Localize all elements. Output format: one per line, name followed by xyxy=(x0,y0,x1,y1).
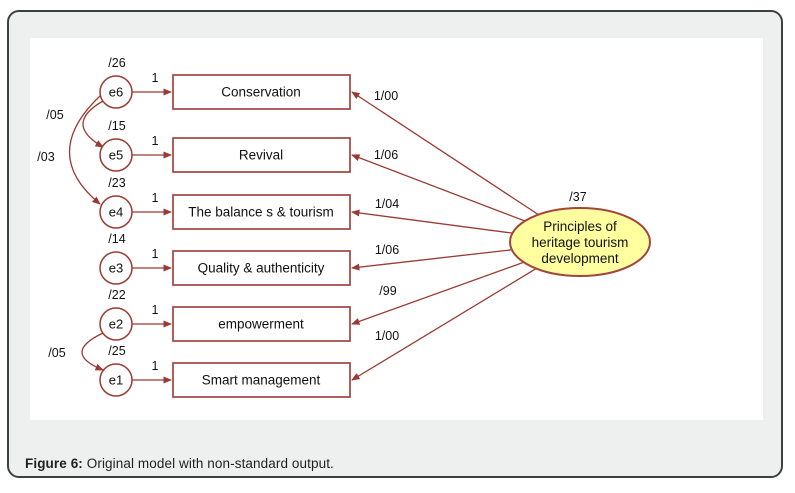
sem-diagram: e6 e5 e4 e3 e2 e1 /26 /15 /23 /14 /22 /2… xyxy=(37,56,651,398)
indicator-label: empowerment xyxy=(218,317,304,332)
figure-card: e6 e5 e4 e3 e2 e1 /26 /15 /23 /14 /22 /2… xyxy=(7,10,783,478)
covariance-curves xyxy=(69,88,112,371)
indicator-rects xyxy=(172,74,351,398)
path-coefficient: /99 xyxy=(379,284,396,298)
error-circle-e6 xyxy=(99,75,133,109)
error-variance: /22 xyxy=(108,288,125,302)
indicator-rect-balance xyxy=(172,194,351,230)
error-label: e1 xyxy=(109,373,123,388)
figure-caption-number: Figure 6: xyxy=(25,456,83,471)
indicator-rect-smart xyxy=(172,362,351,398)
error-circle-e1 xyxy=(99,363,133,397)
error-loading: 1 xyxy=(152,247,159,261)
error-circle-e3 xyxy=(99,251,133,285)
error-label: e4 xyxy=(109,205,123,220)
error-variance: /26 xyxy=(108,56,125,70)
error-variance: /23 xyxy=(108,176,125,190)
indicator-rect-revival xyxy=(172,137,351,173)
error-label: e2 xyxy=(109,317,123,332)
indicator-rect-quality xyxy=(172,250,351,286)
path-coefficient: 1/04 xyxy=(375,197,399,211)
covariance-e2-e1 xyxy=(81,326,112,371)
error-loading: 1 xyxy=(152,71,159,85)
error-loading: 1 xyxy=(152,191,159,205)
path-coefficient: 1/06 xyxy=(375,243,399,257)
covariance-label: /05 xyxy=(46,108,63,122)
indicator-label: The balance s & tourism xyxy=(188,205,334,220)
covariance-label: /05 xyxy=(48,346,65,360)
error-label: e5 xyxy=(109,148,123,163)
error-circle-e2 xyxy=(99,307,133,341)
error-circle-e5 xyxy=(99,138,133,172)
latent-ellipse xyxy=(509,207,651,277)
error-variance: /25 xyxy=(108,344,125,358)
figure-caption: Figure 6: Original model with non-standa… xyxy=(25,456,334,471)
indicator-rect-empowerment xyxy=(172,306,351,342)
covariance-e6-e5 xyxy=(82,94,112,148)
error-circles xyxy=(99,75,133,397)
error-loading: 1 xyxy=(152,303,159,317)
error-circle-e4 xyxy=(99,195,133,229)
indicator-label: Smart management xyxy=(202,373,321,388)
path-coefficient: 1/06 xyxy=(374,148,398,162)
error-variance: /14 xyxy=(108,232,125,246)
latent-label-line: development xyxy=(541,251,619,266)
error-label: e6 xyxy=(109,85,123,100)
covariance-label: /03 xyxy=(37,150,54,164)
latent-variance: /37 xyxy=(569,190,586,204)
error-variance: /15 xyxy=(108,119,125,133)
diagram-panel: e6 e5 e4 e3 e2 e1 /26 /15 /23 /14 /22 /2… xyxy=(30,38,763,420)
covariance-e6-e4 xyxy=(69,88,108,205)
path-coefficient: 1/00 xyxy=(374,89,398,103)
error-loading: 1 xyxy=(152,359,159,373)
indicator-label: Quality & authenticity xyxy=(198,261,325,276)
indicator-rect-conservation xyxy=(172,74,351,110)
error-loading: 1 xyxy=(152,134,159,148)
path-coefficient: 1/00 xyxy=(375,329,399,343)
error-label: e3 xyxy=(109,261,123,276)
indicator-label: Revival xyxy=(239,148,283,163)
latent-label-line: heritage tourism xyxy=(532,235,629,250)
figure-caption-text: Original model with non-standard output. xyxy=(82,456,334,471)
latent-label-line: Principles of xyxy=(543,219,617,234)
indicator-label: Conservation xyxy=(221,85,301,100)
